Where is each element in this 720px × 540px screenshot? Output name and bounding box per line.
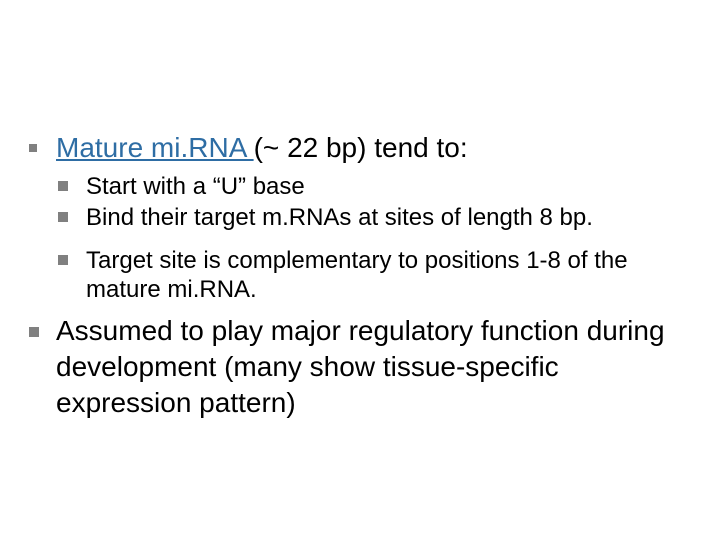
sub-bullet-2-text: Bind their target m.RNAs at sites of len… bbox=[86, 204, 593, 231]
sub-bullet-3: Target site is complementary to position… bbox=[58, 246, 698, 306]
bullet-marker-icon bbox=[29, 144, 37, 152]
sub-bullet-marker-icon bbox=[58, 181, 68, 191]
sub-bullet-marker-icon bbox=[58, 255, 68, 265]
sub-bullet-2: Bind their target m.RNAs at sites of len… bbox=[58, 203, 698, 233]
sub-bullet-1: Start with a “U” base bbox=[58, 172, 698, 202]
bullet-1-rest: (~ 22 bp) tend to: bbox=[253, 132, 468, 163]
sub-bullet-marker-icon bbox=[58, 212, 68, 222]
sub-bullet-3-text: Target site is complementary to position… bbox=[86, 247, 628, 303]
bullet-2-text: Assumed to play major regulatory functio… bbox=[56, 315, 665, 418]
bullet-1: Mature mi.RNA (~ 22 bp) tend to: bbox=[29, 130, 709, 170]
bullet-marker-icon bbox=[29, 327, 39, 337]
sub-bullet-1-text: Start with a “U” base bbox=[86, 173, 305, 200]
mature-mirna-link[interactable]: Mature mi.RNA bbox=[56, 132, 254, 163]
bullet-2: Assumed to play major regulatory functio… bbox=[29, 313, 709, 423]
bullet-1-text: Mature mi.RNA (~ 22 bp) tend to: bbox=[56, 130, 468, 166]
